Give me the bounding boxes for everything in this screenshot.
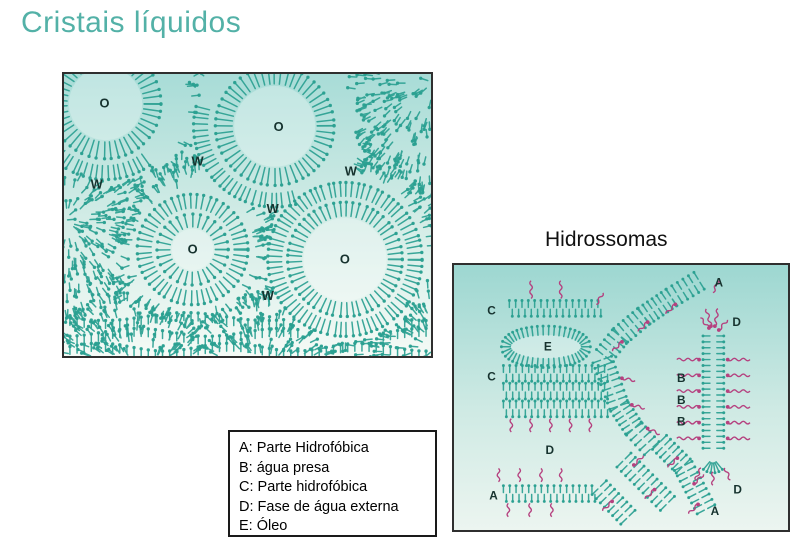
diagram-label: W xyxy=(191,154,204,169)
diagram-label: D xyxy=(732,315,741,329)
liquid-crystals-diagram: O O W W W W O O W xyxy=(62,72,433,358)
diagram-label: C xyxy=(487,303,496,317)
page-title: Cristais líquidos xyxy=(21,6,242,39)
diagram-label: O xyxy=(188,241,198,256)
diagram-label: W xyxy=(267,201,280,216)
legend-item-d: D: Fase de água externa xyxy=(239,498,399,515)
micelles-illustration: O O W W W W O O W xyxy=(64,74,431,356)
diagram-label: D xyxy=(733,483,742,497)
legend-item-c: C: Parte hidrofóbica xyxy=(239,479,368,495)
diagram-label: E xyxy=(544,340,552,354)
diagram-label: W xyxy=(262,288,275,303)
diagram-label: A xyxy=(711,504,720,518)
diagram-label: O xyxy=(340,251,350,266)
diagram-label: A xyxy=(715,276,724,290)
legend-item-b: B: água presa xyxy=(239,459,330,476)
diagram-label: B xyxy=(677,371,686,385)
diagram-label: C xyxy=(487,369,496,383)
legend-item-e: E: Óleo xyxy=(239,518,288,534)
diagram-label: W xyxy=(91,176,104,191)
diagram-label: O xyxy=(100,96,110,111)
hidrossomas-title: Hidrossomas xyxy=(545,228,668,251)
diagram-label: W xyxy=(345,164,358,179)
legend-box: A: Parte Hidrofóbica B: água presa C: Pa… xyxy=(228,430,437,537)
diagram-label: D xyxy=(546,443,555,457)
diagram-label: B xyxy=(677,415,686,429)
legend-item-a: A: Parte Hidrofóbica xyxy=(239,440,369,456)
diagram-label: B xyxy=(677,393,686,407)
diagram-label: O xyxy=(274,119,284,134)
diagram-label: A xyxy=(489,488,498,502)
